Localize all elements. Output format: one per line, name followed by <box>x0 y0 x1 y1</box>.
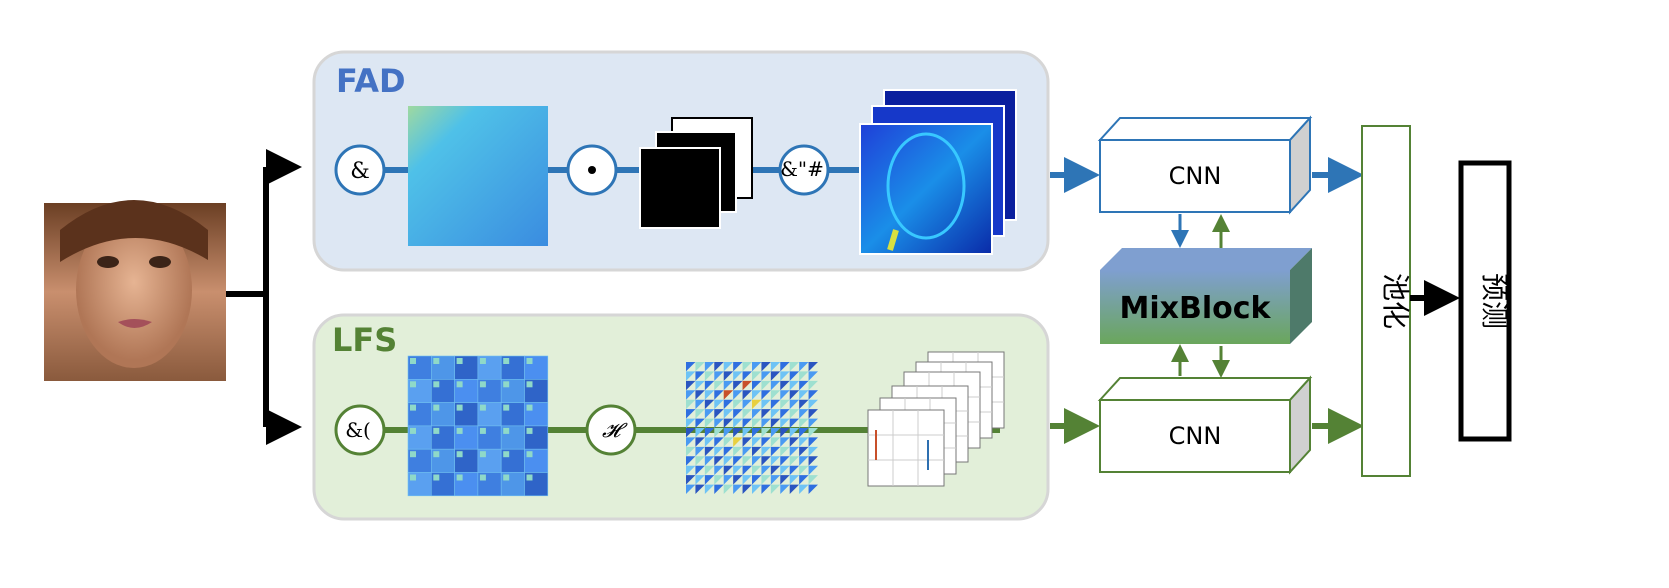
lfs-op-sliding-dct-label: &( <box>345 418 371 442</box>
lfs-op-h <box>585 404 637 456</box>
fad-panel: FAD & &"# <box>312 50 1050 272</box>
pooling-label: 池化 <box>1379 273 1412 329</box>
fad-op-dct-label: & <box>350 159 370 184</box>
pooling-block: 池化 <box>1361 125 1412 477</box>
lfs-patch-grid <box>407 355 549 497</box>
fad-filter-masks <box>639 117 753 229</box>
lfs-op-sliding-dct <box>334 404 386 456</box>
fad-spectrum-image <box>408 106 548 246</box>
fad-op-dct <box>334 144 386 196</box>
fad-output-feature-maps <box>859 89 1017 255</box>
lfs-title: LFS <box>332 321 397 359</box>
lfs-triangle-map <box>686 362 818 494</box>
fad-title: FAD <box>336 62 406 100</box>
input-face-image <box>44 200 226 381</box>
lfs-output-stats <box>867 351 1005 487</box>
fad-op-multiply-dot <box>588 166 596 174</box>
fad-op-idct-label: &"# <box>780 157 824 181</box>
cnn-bottom-block: CNN <box>1097 375 1313 475</box>
fad-op-idct <box>778 144 830 196</box>
mix-arrows <box>1171 214 1230 378</box>
mixblock-label: MixBlock <box>1120 291 1272 326</box>
prediction-block: 预测 <box>1458 160 1512 442</box>
mixblock: MixBlock <box>1100 248 1312 344</box>
cnn-top-label: CNN <box>1169 162 1222 190</box>
prediction-label: 预测 <box>1478 273 1511 329</box>
cnn-top-block: CNN <box>1097 115 1313 215</box>
cnn-bottom-label: CNN <box>1169 422 1222 450</box>
lfs-panel: LFS &( 𝓗 <box>312 313 1050 521</box>
input-split-arrows <box>226 149 302 445</box>
